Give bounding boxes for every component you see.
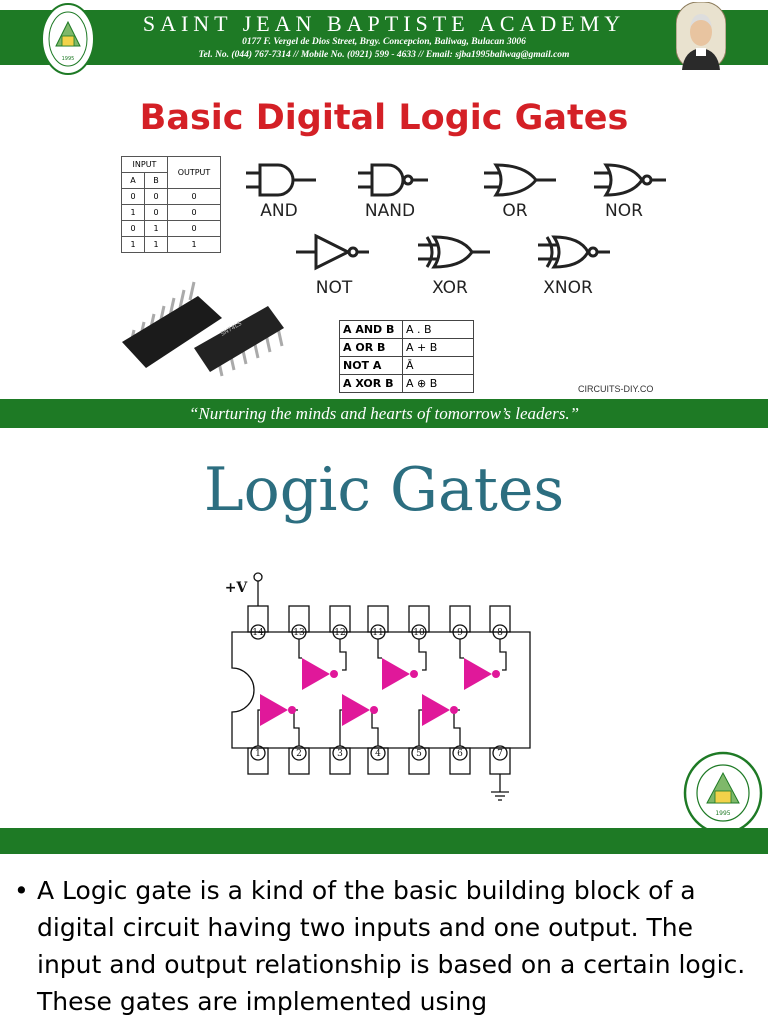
expr-value: Ā <box>402 356 474 375</box>
expr-value: A + B <box>402 338 474 357</box>
pin-label: 12 <box>334 628 345 638</box>
slide-title: Basic Digital Logic Gates <box>139 98 629 138</box>
gate-label-or: OR <box>502 201 528 221</box>
expr-name: NOT A <box>339 356 403 375</box>
gate-label-nand: NAND <box>364 201 416 221</box>
table-row: 1 0 0 <box>121 204 221 221</box>
pin-label: 1 <box>255 749 261 759</box>
xor-gate-icon <box>418 235 490 269</box>
table-row: 1 1 1 <box>121 236 221 253</box>
logic-gates-title: Logic Gates <box>203 455 565 525</box>
col-a-header: A <box>121 172 145 189</box>
pin-label: 13 <box>293 628 305 638</box>
school-seal-right: 1995 <box>683 751 763 835</box>
pin-label: 11 <box>372 628 383 638</box>
cell: 0 <box>167 188 221 205</box>
nand-gate-icon <box>358 163 428 197</box>
gate-label-xnor: XNOR <box>543 278 593 298</box>
pin-label: 5 <box>416 749 422 759</box>
gate-label-xor: XOR <box>432 278 468 298</box>
pin-label: 14 <box>252 628 264 638</box>
svg-text:1995: 1995 <box>62 56 75 62</box>
cell: 0 <box>167 204 221 221</box>
expr-name: A XOR B <box>339 374 403 393</box>
cell: 1 <box>144 220 168 237</box>
expr-value: A . B <box>402 320 474 339</box>
cell: 0 <box>121 188 145 205</box>
footer-band <box>0 828 768 854</box>
pin-label: 3 <box>337 749 343 759</box>
pin-label: 8 <box>497 628 503 638</box>
motto-band <box>0 399 768 428</box>
pin-label: 2 <box>296 749 302 759</box>
cell: 1 <box>144 236 168 253</box>
school-address: 0177 F. Vergel de Dios Street, Brgy. Con… <box>242 37 526 47</box>
pin-label: 10 <box>413 628 425 638</box>
boolean-expression-table: A AND B A . B A OR B A + B NOT A Ā A XOR… <box>339 320 474 393</box>
not-gate-icon <box>296 233 369 271</box>
bullet-marker: • <box>14 876 29 905</box>
cell: 1 <box>121 204 145 221</box>
pin-label: 7 <box>497 749 503 759</box>
gate-label-nor: NOR <box>605 201 643 221</box>
bullet-text: A Logic gate is a kind of the basic buil… <box>37 876 746 1016</box>
nor-gate-icon <box>594 163 666 197</box>
or-gate-icon <box>484 163 556 197</box>
gate-label-and: AND <box>260 201 298 221</box>
cell: 0 <box>121 220 145 237</box>
expr-name: A AND B <box>339 320 403 339</box>
table-row: A XOR B A ⊕ B <box>339 374 474 393</box>
supply-label: +V <box>225 580 249 596</box>
school-motto: “Nurturing the minds and hearts of tomor… <box>188 404 580 423</box>
pin-label: 9 <box>457 628 463 638</box>
pin-label: 4 <box>375 749 381 759</box>
cell: 1 <box>121 236 145 253</box>
table-row: A AND B A . B <box>339 320 474 339</box>
cell: 0 <box>144 188 168 205</box>
xnor-gate-icon <box>538 235 610 269</box>
expr-name: A OR B <box>339 338 403 357</box>
cell: 1 <box>167 236 221 253</box>
and-gate-icon <box>246 163 316 197</box>
header-band <box>0 10 768 65</box>
founder-portrait <box>676 2 726 70</box>
slide-1: 1995 SAINT JEAN BAPTISTE ACADEMY 0177 F.… <box>0 0 768 428</box>
pin-label: 6 <box>457 749 463 759</box>
inverter-ic-diagram: +V 14 13 12 11 10 9 8 1 2 3 4 5 6 7 <box>225 572 531 801</box>
table-row: A OR B A + B <box>339 338 474 357</box>
truth-table: INPUT OUTPUT A B 0 0 0 1 0 0 0 1 0 1 1 1 <box>121 156 221 253</box>
school-seal-left: 1995 <box>41 3 95 75</box>
table-row: NOT A Ā <box>339 356 474 375</box>
table-row: 0 0 0 <box>121 188 221 205</box>
table-row: 0 1 0 <box>121 220 221 237</box>
image-credit: CIRCUITS-DIY.CO <box>578 384 654 394</box>
input-header: INPUT <box>121 156 168 173</box>
gate-label-not: NOT <box>315 278 353 298</box>
cell: 0 <box>167 220 221 237</box>
school-name: SAINT JEAN BAPTISTE ACADEMY <box>142 11 626 36</box>
col-b-header: B <box>144 172 168 189</box>
expr-value: A ⊕ B <box>402 374 474 393</box>
school-contact: Tel. No. (044) 767-7314 // Mobile No. (0… <box>198 50 570 60</box>
cell: 0 <box>144 204 168 221</box>
ic-chips-image: SN74LS <box>122 281 284 377</box>
output-header: OUTPUT <box>167 156 221 189</box>
svg-text:1995: 1995 <box>715 810 730 817</box>
